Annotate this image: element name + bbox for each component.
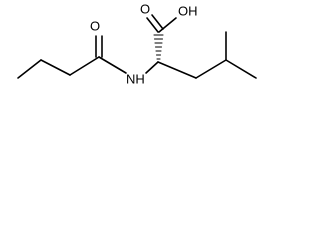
bond-n-alpha (145, 61, 159, 74)
bond-alpha-ch2 (157, 61, 197, 79)
hashed-stereo-bond (153, 34, 164, 60)
molecule-diagram: O OH O NH (17, 1, 257, 86)
bond-carbonyl-n (98, 56, 127, 74)
bond-carboxyl-oh (158, 17, 177, 33)
bond-c3-carbonyl (69, 56, 100, 76)
bond-ch-methyl-1 (225, 59, 257, 79)
bond-c1-c2 (17, 59, 42, 79)
bond-carboxyl-co-1 (146, 17, 159, 33)
chemical-structure-figure: O OH O NH (0, 0, 284, 108)
bond-c2-c3 (40, 59, 71, 76)
atom-label-amide-nh: NH (126, 71, 145, 86)
atom-label-amide-o: O (90, 18, 100, 33)
atom-label-carboxyl-o: O (140, 1, 150, 16)
atom-label-carboxyl-oh: OH (178, 3, 198, 18)
bond-ch2-ch (195, 59, 227, 79)
bond-carboxyl-co-2 (151, 14, 164, 30)
